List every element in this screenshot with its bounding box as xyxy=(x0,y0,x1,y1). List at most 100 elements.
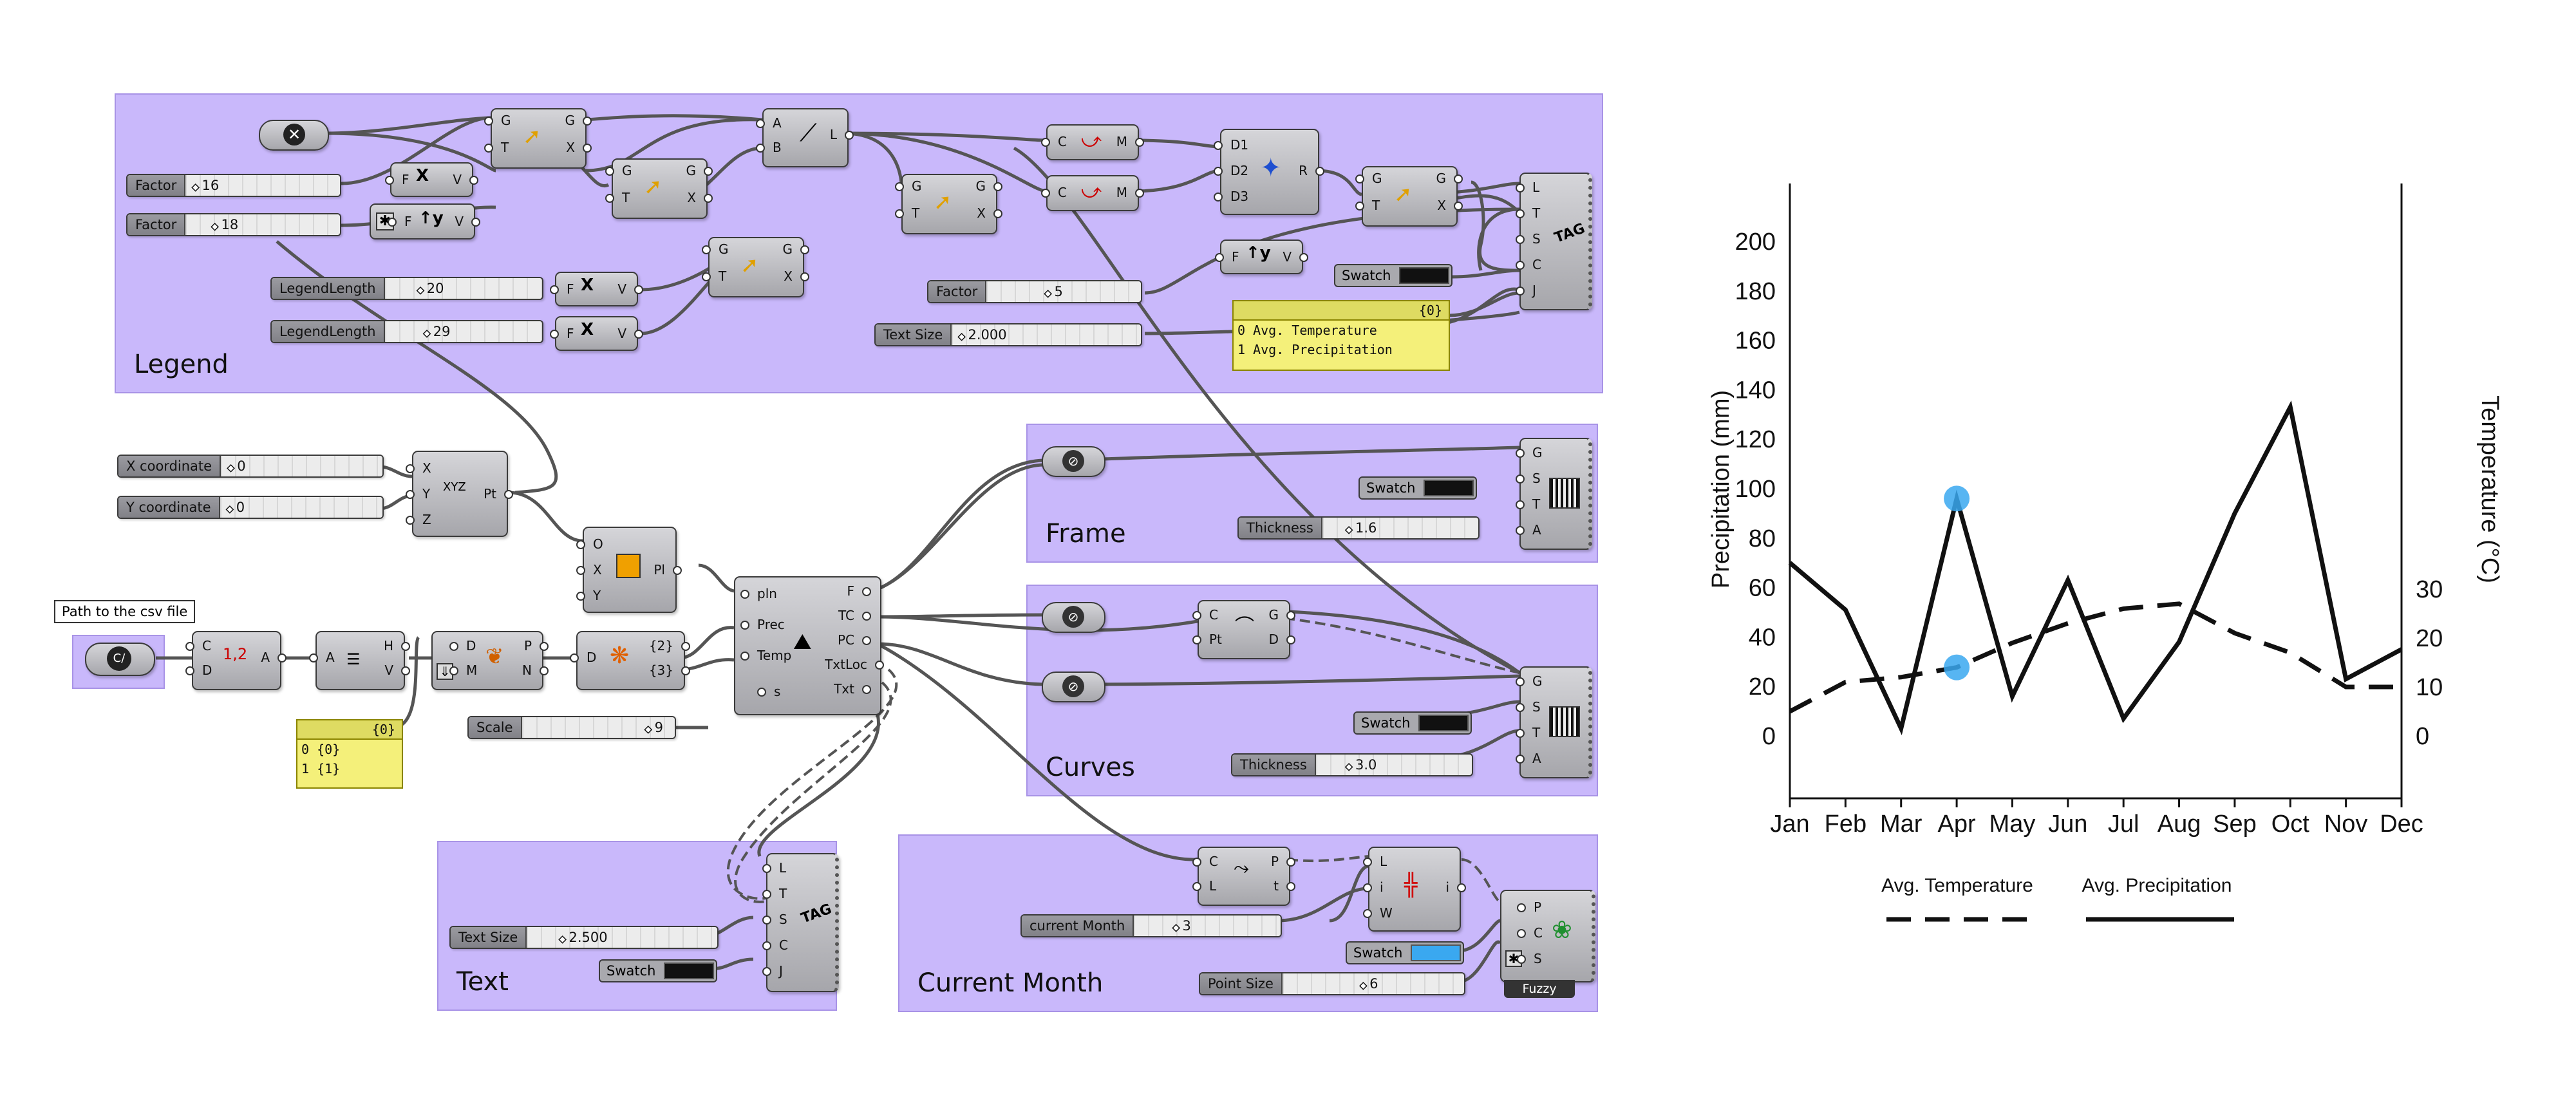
text-size-value-1: 2.000 xyxy=(958,327,1006,343)
thickness-slider-curves[interactable]: Thickness3.0 xyxy=(1231,753,1473,776)
y2-axis-label: Temperature (°C) xyxy=(2476,395,2503,583)
group-title-curves: Curves xyxy=(1046,753,1135,782)
swatch-color xyxy=(1399,267,1449,284)
text-size-slider-2[interactable]: Text Size2.500 xyxy=(449,926,719,949)
move-icon: ➚ xyxy=(934,189,952,215)
negative-component[interactable]: ✕ xyxy=(259,120,329,151)
point-cloud-icon: ❀ xyxy=(1552,916,1572,944)
text-tag-icon: TAG xyxy=(799,901,834,927)
current-month-marker xyxy=(1944,654,1970,681)
explode-tree-component[interactable]: D❋{2}{3} xyxy=(569,631,691,690)
y-tick-label: 140 xyxy=(1735,377,1776,404)
preview-icon xyxy=(1549,478,1580,509)
curve-param-frame[interactable]: ⊘ xyxy=(1042,446,1105,477)
current-month-swatch[interactable]: Swatch xyxy=(1346,941,1464,964)
current-month-slider[interactable]: current Month3 xyxy=(1020,914,1282,937)
series-line-temperature xyxy=(1789,601,2402,714)
factor-slider-3[interactable]: Factor5 xyxy=(927,280,1142,303)
y2-tick-label: 10 xyxy=(2416,674,2443,701)
y-coordinate-slider[interactable]: Y coordinate0 xyxy=(117,496,384,519)
legend-swatch[interactable]: Swatch xyxy=(1334,264,1453,287)
swatch-color xyxy=(664,963,714,979)
x-tick-label: Nov xyxy=(2324,811,2368,838)
frame-swatch[interactable]: Swatch xyxy=(1359,476,1477,500)
curve-middle-component-1[interactable]: C⤻M xyxy=(1041,124,1145,160)
thickness-value-curves: 3.0 xyxy=(1346,757,1377,773)
split-text-icon: 1,2 xyxy=(223,645,248,663)
y-tick-label: 40 xyxy=(1749,624,1776,651)
panel-row: 0 {0} xyxy=(301,742,341,757)
scale-slider[interactable]: Scale9 xyxy=(467,716,676,739)
move-icon: ➚ xyxy=(1394,182,1413,207)
panel-row: 1 Avg. Precipitation xyxy=(1237,342,1393,357)
y-tick-label: 80 xyxy=(1749,525,1776,552)
y-tick-label: 20 xyxy=(1749,673,1776,700)
group-title-current-month: Current Month xyxy=(917,968,1104,998)
thickness-slider-frame[interactable]: Thickness1.6 xyxy=(1237,516,1480,540)
factor-slider-1[interactable]: Factor16 xyxy=(126,174,341,197)
factor-slider-2[interactable]: Factor18 xyxy=(126,213,341,236)
point-size-slider[interactable]: Point Size6 xyxy=(1199,972,1465,995)
curves-swatch[interactable]: Swatch xyxy=(1353,711,1472,735)
y-coordinate-value: 0 xyxy=(227,500,245,515)
x-tick-label: Feb xyxy=(1825,811,1866,838)
graph-icon: ⛰ xyxy=(793,629,812,655)
group-legend: Legend xyxy=(115,93,1603,393)
curve-middle-component-2[interactable]: C⤻M xyxy=(1041,175,1145,211)
curve-param-curves-2[interactable]: ⊘ xyxy=(1042,672,1105,702)
legend-length-slider-1[interactable]: LegendLength20 xyxy=(270,277,543,300)
close-icon: ✕ xyxy=(283,124,305,146)
x-coordinate-slider[interactable]: X coordinate0 xyxy=(117,455,384,478)
text-swatch[interactable]: Swatch xyxy=(599,959,717,982)
x-tick-label: Sep xyxy=(2213,811,2257,838)
file-path-component[interactable]: C/ xyxy=(85,643,155,676)
text-tag-icon: TAG xyxy=(1552,220,1588,247)
gear-icon: ✱ xyxy=(1505,950,1522,967)
factor-value-2: 18 xyxy=(211,217,239,232)
gear-icon: ✱ xyxy=(376,212,394,230)
y-tick-label: 120 xyxy=(1735,426,1776,453)
swatch-color xyxy=(1418,715,1469,731)
text-size-slider-1[interactable]: Text Size2.000 xyxy=(874,323,1142,346)
legend-length-value-2: 29 xyxy=(424,324,451,339)
move-icon: ➚ xyxy=(523,124,541,149)
evaluate-icon: ⤳ xyxy=(1234,857,1249,879)
list-icon: ☰ xyxy=(346,650,361,668)
vector-x-icon: X xyxy=(416,166,429,185)
branch-panel[interactable]: {0}0 {0}1 {1} xyxy=(296,719,403,789)
swatch-color xyxy=(1411,944,1461,961)
curve-param-icon: ⊘ xyxy=(1062,606,1084,628)
y2-tick-label: 20 xyxy=(2416,625,2443,652)
y-tick-label: 60 xyxy=(1749,575,1776,602)
legend-length-slider-2[interactable]: LegendLength29 xyxy=(270,320,543,343)
panel-row: 0 Avg. Temperature xyxy=(1237,323,1377,338)
curve-param-curves-1[interactable]: ⊘ xyxy=(1042,602,1105,633)
